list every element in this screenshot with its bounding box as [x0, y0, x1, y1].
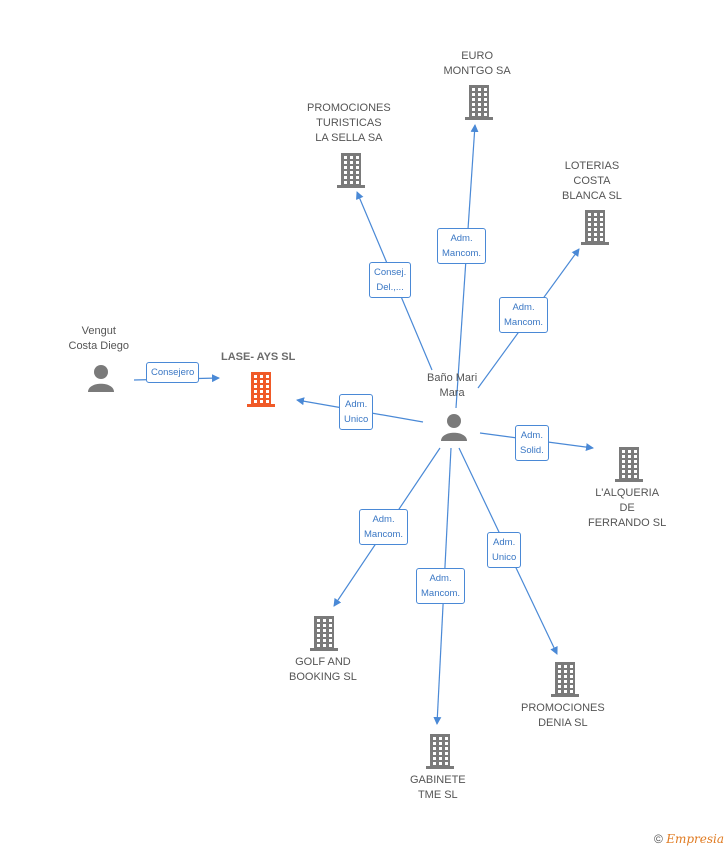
building-icon[interactable]: [245, 370, 277, 413]
node-label-lase[interactable]: LASE- AYS SL: [221, 350, 295, 365]
node-label-line: MONTGO SA: [443, 65, 511, 77]
relation-label-line: Adm.: [493, 537, 516, 548]
node-label-line: L'ALQUERIA: [595, 487, 660, 499]
relation-label-line: Unico: [344, 414, 369, 425]
node-label-line: GABINETE: [410, 774, 466, 786]
relation-label-line: Mancom.: [442, 248, 482, 259]
node-label-line: Costa Diego: [68, 340, 130, 352]
building-icon[interactable]: [424, 732, 456, 775]
relation-label-bano-promotur[interactable]: Consej. Del.,...: [369, 262, 412, 298]
node-label-line: BOOKING SL: [289, 671, 357, 683]
node-label-line: Mara: [439, 387, 465, 399]
building-icon[interactable]: [549, 660, 581, 703]
node-label-golf[interactable]: GOLF AND BOOKING SL: [289, 655, 357, 685]
node-label-line: TURISTICAS: [316, 117, 382, 129]
relation-label-line: Consejero: [151, 367, 195, 378]
node-label-line: BLANCA SL: [562, 190, 622, 202]
node-label-line: TME SL: [417, 789, 458, 801]
edge-bano-euro: [455, 124, 479, 409]
building-icon[interactable]: [335, 151, 367, 194]
node-label-line: EURO: [461, 50, 493, 62]
relation-label-bano-golf[interactable]: Adm. Mancom.: [359, 509, 409, 545]
building-icon[interactable]: [579, 208, 611, 251]
relation-label-line: Adm.: [512, 302, 535, 313]
relation-label-bano-lase[interactable]: Adm. Unico: [339, 394, 374, 430]
node-label-line: DENIA SL: [538, 717, 588, 729]
copyright-symbol: ©: [654, 832, 663, 846]
building-icon[interactable]: [613, 445, 645, 488]
node-label-line: LASE- AYS SL: [221, 351, 296, 363]
building-icon[interactable]: [463, 83, 495, 126]
relation-label-line: Adm.: [345, 399, 368, 410]
relation-label-bano-gabinete[interactable]: Adm. Mancom.: [416, 568, 466, 604]
node-label-promotur[interactable]: PROMOCIONES TURISTICAS LA SELLA SA: [307, 101, 391, 146]
relation-label-bano-alqueria[interactable]: Adm. Solid.: [515, 425, 549, 461]
node-label-line: DE: [619, 502, 635, 514]
relation-label-line: Del.,...: [376, 282, 404, 293]
relation-label-line: Consej.: [374, 267, 407, 278]
node-label-alqueria[interactable]: L'ALQUERIA DE FERRANDO SL: [588, 486, 666, 531]
node-label-line: PROMOCIONES: [307, 102, 391, 114]
relation-label-line: Adm.: [429, 573, 452, 584]
relation-label-bano-loterias[interactable]: Adm. Mancom.: [499, 297, 549, 333]
relation-label-line: Adm.: [450, 233, 473, 244]
relation-label-bano-euro[interactable]: Adm. Mancom.: [437, 228, 487, 264]
node-label-line: COSTA: [573, 175, 611, 187]
person-icon[interactable]: [439, 412, 469, 447]
relation-label-line: Mancom.: [504, 317, 544, 328]
relation-label-vengut-lase[interactable]: Consejero: [146, 362, 200, 383]
relation-label-line: Adm.: [520, 430, 543, 441]
relation-label-line: Mancom.: [364, 529, 404, 540]
node-label-line: PROMOCIONES: [521, 702, 605, 714]
footer: © Empresia: [654, 832, 724, 846]
node-label-denia[interactable]: PROMOCIONES DENIA SL: [521, 701, 605, 731]
node-label-line: LOTERIAS: [564, 160, 620, 172]
relation-label-line: Solid.: [520, 445, 544, 456]
node-label-line: Vengut: [81, 325, 116, 337]
relation-label-bano-denia[interactable]: Adm. Unico: [487, 532, 522, 568]
brand-logo[interactable]: Empresia: [666, 832, 724, 846]
building-icon[interactable]: [308, 614, 340, 657]
relation-label-line: Mancom.: [421, 588, 461, 599]
node-label-line: FERRANDO SL: [588, 517, 667, 529]
node-label-euro[interactable]: EURO MONTGO SA: [444, 49, 511, 79]
node-label-gabinete[interactable]: GABINETE TME SL: [410, 773, 466, 803]
node-label-line: GOLF AND: [295, 656, 351, 668]
node-label-line: Baño Mari: [427, 372, 478, 384]
node-label-line: LA SELLA SA: [315, 132, 383, 144]
person-icon[interactable]: [86, 363, 116, 398]
relation-label-line: Adm.: [372, 514, 395, 525]
relation-label-line: Unico: [492, 552, 517, 563]
node-label-loterias[interactable]: LOTERIAS COSTA BLANCA SL: [562, 159, 622, 204]
